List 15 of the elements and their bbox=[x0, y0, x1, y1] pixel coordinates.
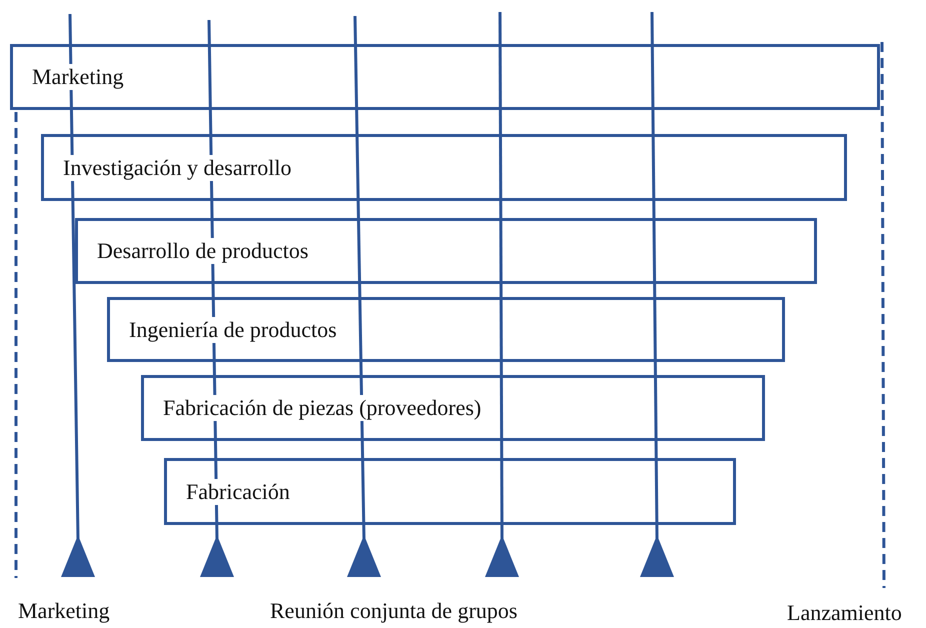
bar-label: Fabricación de piezas (proveedores) bbox=[163, 395, 482, 421]
bar-label: Fabricación bbox=[186, 478, 290, 504]
milestone-label: Reunión conjunta de grupos bbox=[270, 598, 518, 624]
bar-label: Desarrollo de productos bbox=[97, 238, 308, 264]
milestone-label: Lanzamiento bbox=[787, 600, 902, 626]
process-bar bbox=[107, 297, 785, 362]
bar-label: Investigación y desarrollo bbox=[63, 154, 292, 180]
bar-label: Marketing bbox=[32, 64, 124, 90]
milestone-label: Marketing bbox=[18, 598, 110, 624]
process-bar bbox=[164, 458, 736, 525]
process-bar bbox=[41, 134, 847, 201]
bar-label: Ingeniería de productos bbox=[129, 316, 337, 342]
process-bar bbox=[141, 375, 765, 441]
process-bar bbox=[75, 218, 817, 284]
process-bar bbox=[10, 44, 880, 110]
